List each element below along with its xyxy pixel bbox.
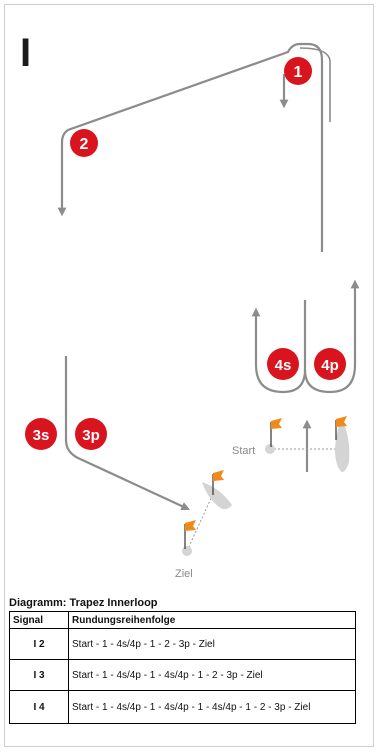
header-rounding-order: Rundungsreihenfolge — [68, 611, 356, 629]
mark-3s: 3s — [25, 418, 57, 450]
row-signal: I 4 — [9, 690, 69, 724]
row-order: Start - 1 - 4s/4p - 1 - 4s/4p - 1 - 2 - … — [68, 659, 356, 691]
route-top-leg — [57, 42, 324, 252]
start-flag-right — [335, 416, 347, 440]
mark-2-label: 2 — [80, 136, 89, 153]
mark-3p-label: 3p — [82, 427, 100, 444]
mark-4s: 4s — [267, 348, 299, 380]
table-row: I 3 Start - 1 - 4s/4p - 1 - 4s/4p - 1 - … — [9, 659, 356, 691]
course-letter: I — [20, 31, 31, 75]
route-lower-left-leg — [64, 356, 190, 511]
finish-pin-buoy — [182, 546, 192, 556]
mark-3p: 3p — [75, 418, 107, 450]
mark-4p: 4p — [314, 348, 346, 380]
table-row: I 2 Start - 1 - 4s/4p - 1 - 2 - 3p - Zie… — [9, 628, 356, 660]
finish-label: Ziel — [175, 568, 193, 580]
header-signal: Signal — [9, 611, 69, 629]
row-signal: I 3 — [9, 659, 69, 691]
start-label: Start — [232, 445, 255, 457]
table-caption: Diagramm: Trapez Innerloop — [9, 597, 158, 609]
route-mark1-right — [299, 47, 331, 122]
finish-flag-upper — [212, 470, 224, 495]
start-pin-buoy — [265, 444, 275, 454]
start-committee-boat — [335, 420, 350, 472]
row-order: Start - 1 - 4s/4p - 1 - 4s/4p - 1 - 4s/4… — [68, 690, 356, 724]
route-gate-right-loop — [303, 279, 360, 394]
route-gate-left-loop — [251, 300, 307, 394]
row-order: Start - 1 - 4s/4p - 1 - 2 - 3p - Ziel — [68, 628, 356, 660]
mark-2: 2 — [70, 129, 98, 157]
row-signal: I 2 — [9, 628, 69, 660]
mark-4p-label: 4p — [321, 357, 339, 374]
mark-1: 1 — [284, 57, 312, 85]
finish-committee-boat — [202, 482, 232, 510]
rounding-order-table: Signal Rundungsreihenfolge I 2 Start - 1… — [9, 611, 356, 724]
table-row: I 4 Start - 1 - 4s/4p - 1 - 4s/4p - 1 - … — [9, 690, 356, 724]
table-header-row: Signal Rundungsreihenfolge — [9, 611, 356, 629]
start-flag-left — [270, 418, 282, 447]
mark-4s-label: 4s — [275, 357, 292, 374]
finish-line — [186, 493, 214, 552]
finish-flag-lower — [184, 520, 196, 549]
mark-3s-label: 3s — [33, 427, 50, 444]
mark-1-label: 1 — [294, 64, 303, 81]
